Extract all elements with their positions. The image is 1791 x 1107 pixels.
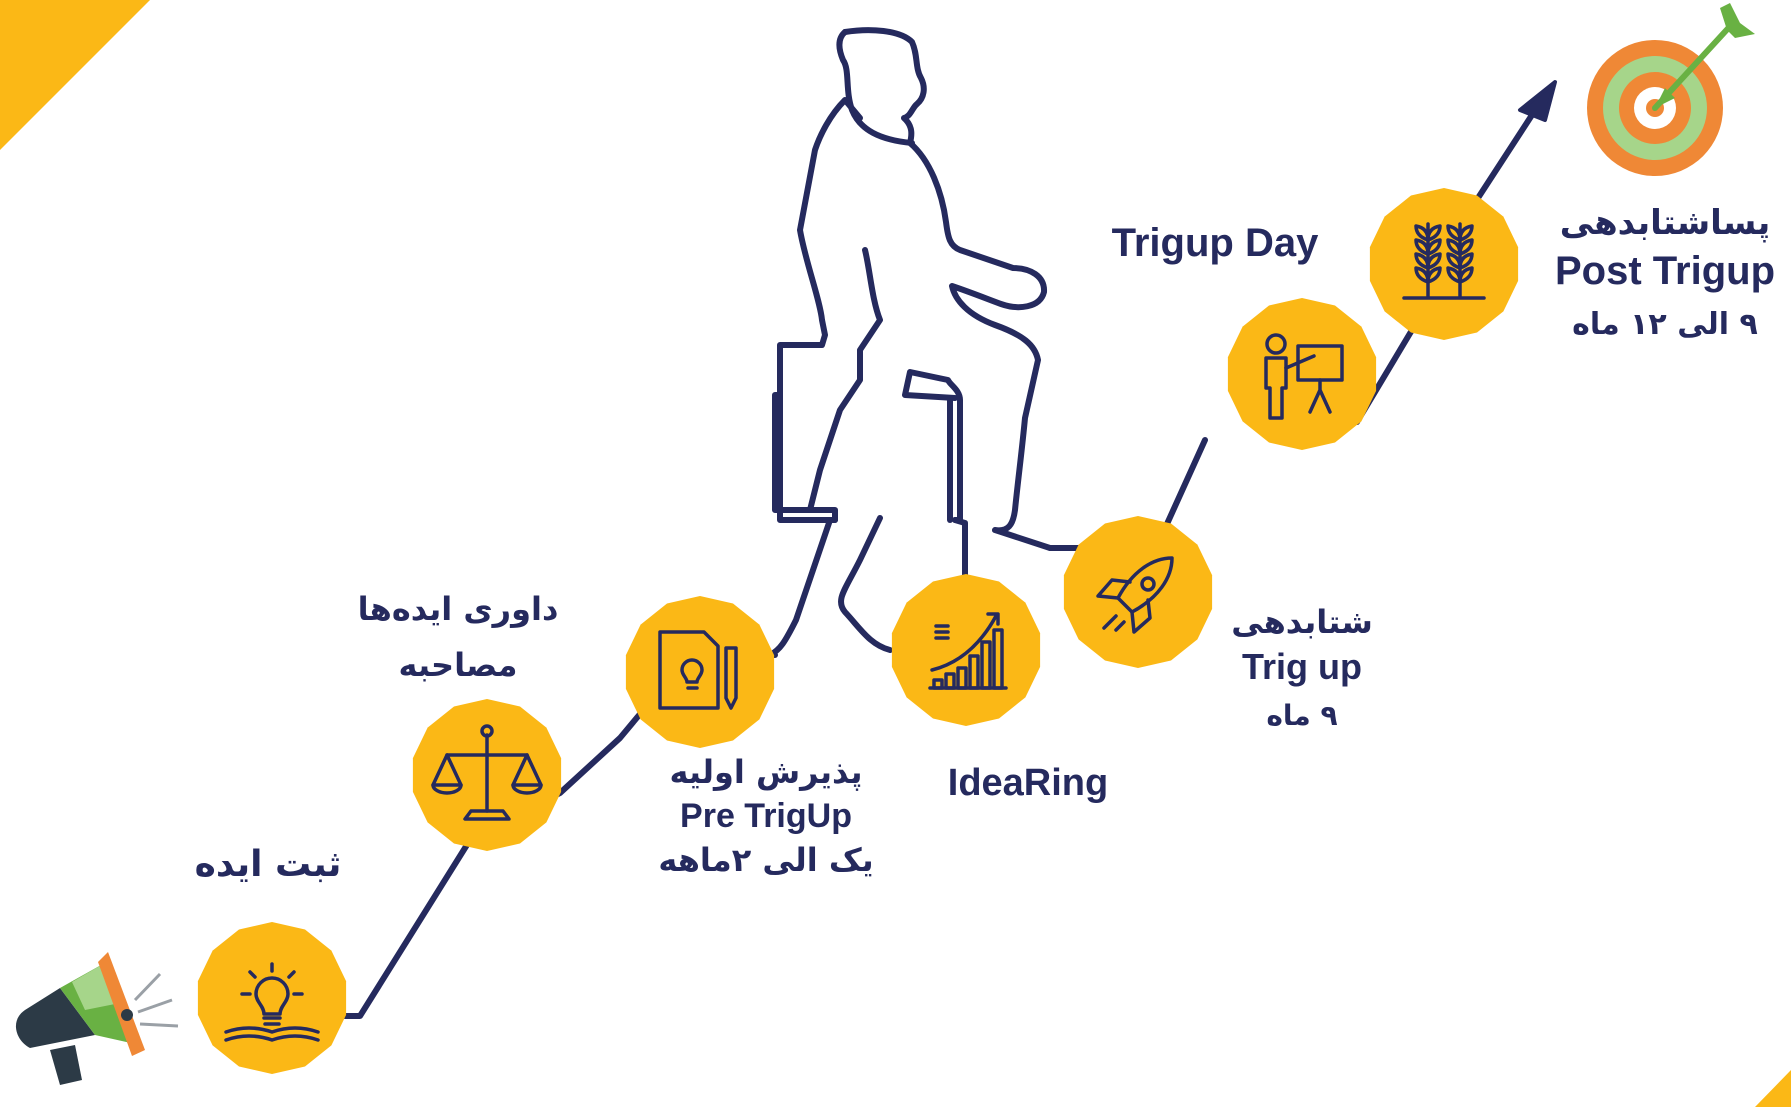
step-label-line: یک الی ۲ماهه bbox=[658, 841, 873, 879]
lightbulb-book-icon bbox=[224, 962, 320, 1042]
step-label-line: شتابدهی bbox=[1231, 603, 1373, 641]
step-circles bbox=[197, 188, 1519, 1074]
presenter-board-icon bbox=[1264, 333, 1344, 420]
step-label-7: پساشتابدهی Post Trigup ۹ الی ۱۲ ماه bbox=[1555, 203, 1775, 342]
growth-chart-icon bbox=[928, 612, 1008, 690]
businessman-outline-icon bbox=[767, 27, 1088, 658]
wheat-plants-icon bbox=[1402, 222, 1486, 300]
step-label-4: IdeaRing bbox=[948, 762, 1108, 804]
step-label-2: داوری ایده‌ها مصاحبه bbox=[358, 590, 559, 684]
step-circle bbox=[197, 922, 347, 1074]
step-marker-2 bbox=[412, 699, 562, 851]
step-marker-1 bbox=[197, 922, 347, 1074]
step-label-line: داوری ایده‌ها bbox=[358, 590, 559, 628]
step-label-line: پذیرش اولیه bbox=[669, 753, 862, 791]
target-arrow-icon bbox=[1587, 3, 1755, 176]
step-circle bbox=[1063, 516, 1213, 668]
step-label-line: پساشتابدهی bbox=[1560, 203, 1771, 243]
step-label-6: Trigup Day bbox=[1112, 221, 1319, 265]
step-marker-4 bbox=[891, 574, 1041, 726]
step-label-line: Trig up bbox=[1242, 646, 1362, 687]
path-arrow-head bbox=[1518, 80, 1557, 122]
step-marker-7 bbox=[1369, 188, 1519, 340]
step-marker-3 bbox=[625, 596, 775, 748]
document-idea-icon bbox=[658, 630, 738, 710]
step-label-line: Post Trigup bbox=[1555, 249, 1775, 293]
progress-path bbox=[342, 80, 1557, 1019]
step-label-line: IdeaRing bbox=[948, 762, 1108, 804]
step-label-5: شتابدهی Trig up ۹ ماه bbox=[1231, 603, 1373, 732]
step-labels: ثبت ایده داوری ایده‌ها مصاحبه پذیرش اولیه Pr… bbox=[195, 203, 1775, 885]
corner-triangle-top-left bbox=[0, 0, 150, 150]
step-circle bbox=[891, 574, 1041, 726]
step-circle bbox=[1369, 188, 1519, 340]
step-circle bbox=[1227, 298, 1377, 450]
step-label-1: ثبت ایده bbox=[195, 844, 342, 885]
scales-icon bbox=[431, 724, 543, 821]
step-label-3: پذیرش اولیه Pre TrigUp یک الی ۲ماهه bbox=[658, 753, 873, 879]
step-label-line: ثبت ایده bbox=[195, 844, 342, 885]
step-label-line: مصاحبه bbox=[399, 646, 518, 684]
step-marker-6 bbox=[1227, 298, 1377, 450]
step-label-line: Trigup Day bbox=[1112, 221, 1319, 265]
step-marker-5 bbox=[1063, 516, 1213, 668]
megaphone-icon bbox=[15, 952, 179, 1085]
rocket-icon bbox=[1096, 556, 1174, 634]
step-label-line: ۹ الی ۱۲ ماه bbox=[1572, 307, 1758, 342]
step-label-line: ۹ ماه bbox=[1266, 699, 1337, 732]
corner-triangle-bottom-right bbox=[1755, 1070, 1791, 1107]
step-label-line: Pre TrigUp bbox=[680, 797, 852, 835]
